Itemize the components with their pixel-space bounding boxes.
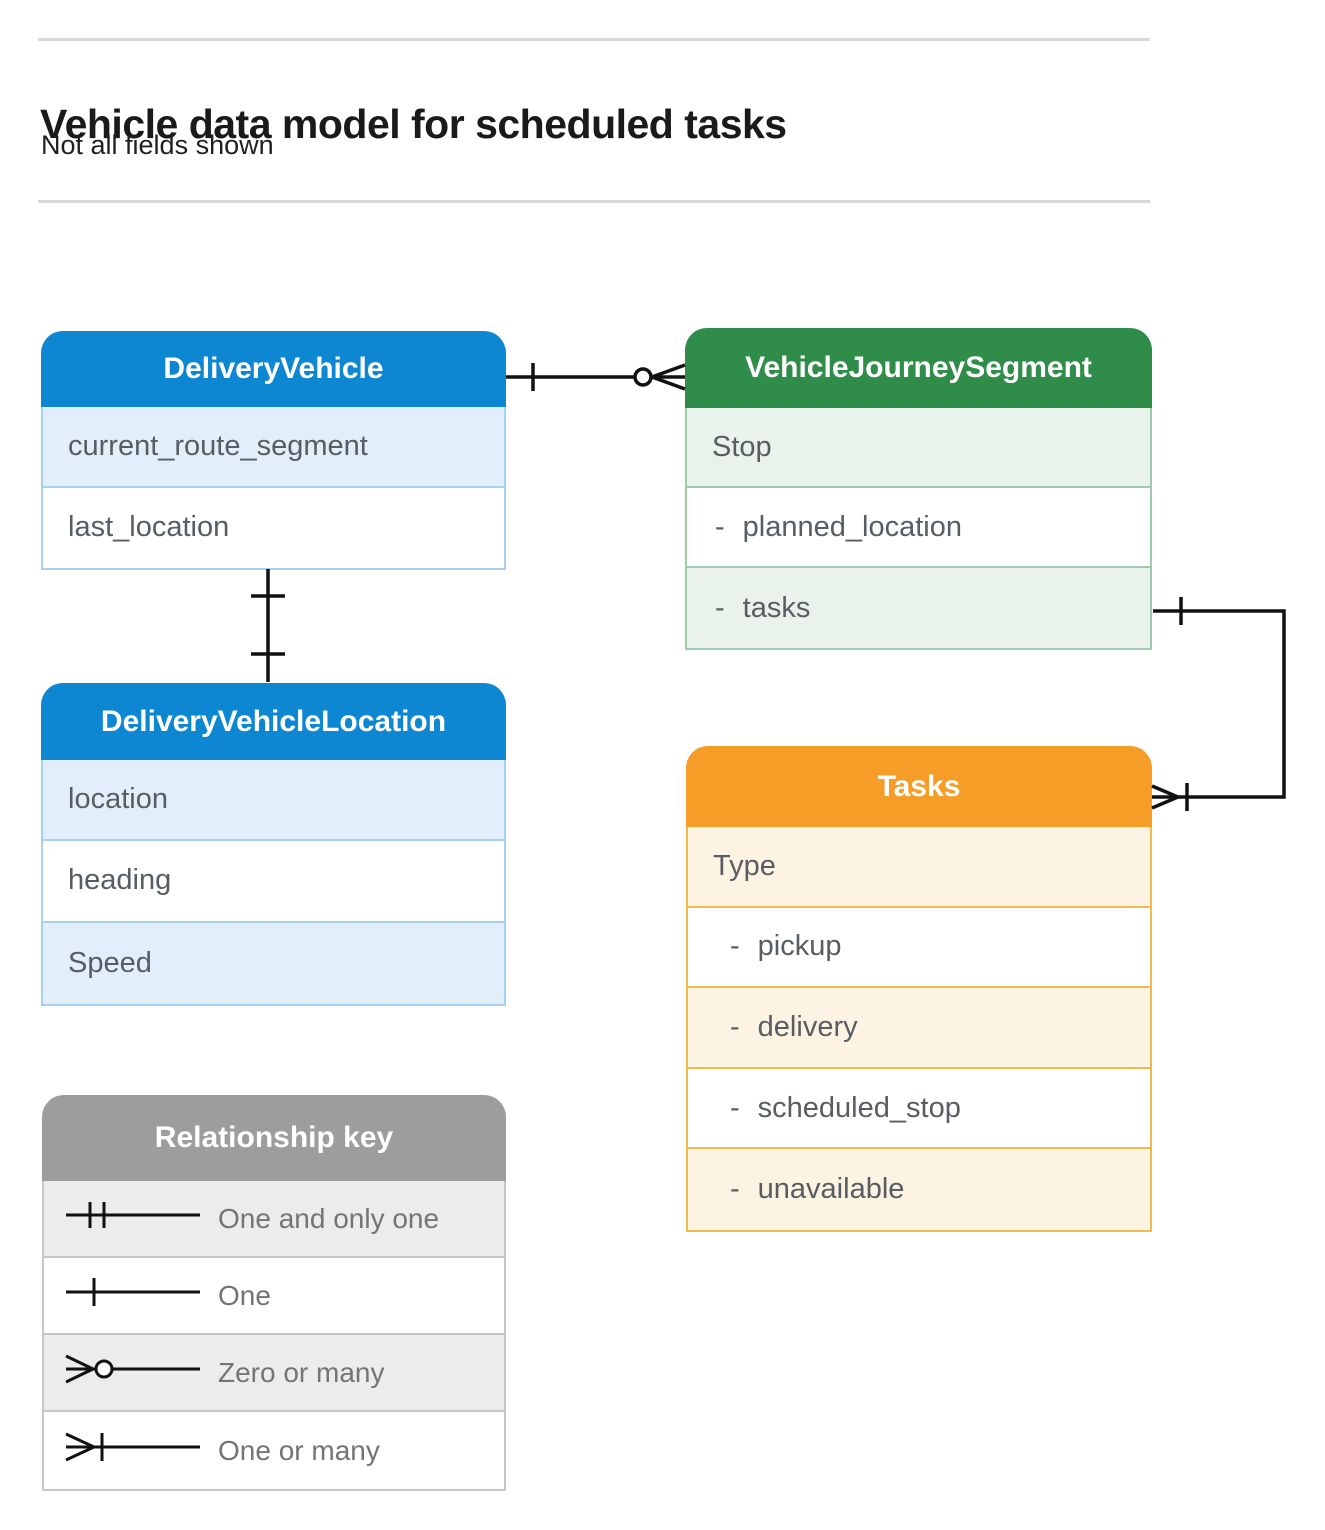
field-label: delivery (757, 1010, 858, 1043)
entity-header-vehicle-journey-segment: VehicleJourneySegment (685, 328, 1152, 408)
one-and-only-one-icon (64, 1195, 204, 1242)
field-row-pickup: -pickup (688, 907, 1150, 989)
relationship-key-title: Relationship key (42, 1095, 506, 1181)
field-dash-prefix: - (715, 591, 725, 624)
header-divider-line (38, 200, 1150, 203)
key-label: One or many (218, 1434, 380, 1466)
field-label: Stop (712, 430, 772, 463)
key-row-one-or-many: One or many (44, 1412, 504, 1489)
field-label: tasks (742, 591, 811, 624)
field-label: current_route_segment (68, 429, 368, 462)
field-row-Speed: Speed (43, 922, 504, 1004)
field-row-Type: Type (688, 827, 1150, 908)
zero-circle-icon (633, 367, 653, 387)
entity-body-vehicle-journey-segment: Stop-planned_location-tasks (685, 408, 1152, 650)
key-row-zero-or-many: Zero or many (44, 1335, 504, 1412)
entity-header-delivery-vehicle-location: DeliveryVehicleLocation (41, 683, 506, 760)
field-dash-prefix: - (715, 510, 725, 543)
field-dash-prefix: - (730, 1091, 740, 1124)
field-row-unavailable: -unavailable (688, 1149, 1150, 1230)
crow-foot-icon (1151, 784, 1183, 810)
crow-foot-icon (646, 363, 686, 391)
top-divider-line (38, 38, 1150, 41)
field-dash-prefix: - (730, 930, 740, 963)
entity-body-delivery-vehicle: current_route_segment last_location (41, 407, 506, 570)
field-row-tasks: -tasks (687, 568, 1150, 648)
key-row-one: One (44, 1258, 504, 1335)
connector-deliveryvehicle-to-deliveryvehiclelocation (251, 569, 285, 682)
field-row-planned_location: -planned_location (687, 488, 1150, 568)
entity-body-tasks: Type-pickup-delivery-scheduled_stop-unav… (686, 827, 1152, 1232)
field-label: unavailable (757, 1173, 905, 1206)
field-row-current_route_segment: current_route_segment (43, 407, 504, 488)
field-label: scheduled_stop (757, 1091, 961, 1124)
connector-deliveryvehicle-to-vehiclejourneysegment (506, 363, 686, 391)
field-label: Type (713, 849, 776, 882)
field-dash-prefix: - (730, 1010, 740, 1043)
key-label: One and only one (218, 1202, 440, 1234)
field-row-location: location (43, 760, 504, 842)
entity-header-tasks: Tasks (686, 746, 1152, 827)
field-label: planned_location (742, 510, 962, 543)
connector-vehiclejourneysegment-tasks-to-tasks (1151, 597, 1286, 811)
field-label: heading (68, 864, 172, 897)
page-title: Vehicle data model for scheduled tasks (40, 101, 787, 148)
field-label: pickup (757, 930, 842, 963)
field-row-last_location: last_location (43, 487, 504, 568)
field-row-heading: heading (43, 841, 504, 923)
zero-or-many-icon (64, 1349, 204, 1396)
field-row-delivery: -delivery (688, 988, 1150, 1069)
one-icon (64, 1272, 204, 1319)
field-row-scheduled_stop: -scheduled_stop (688, 1068, 1150, 1150)
key-label: One (218, 1279, 271, 1311)
key-label: Zero or many (218, 1356, 385, 1388)
field-row-Stop: Stop (687, 408, 1150, 488)
field-label: location (68, 783, 168, 816)
field-label: last_location (68, 511, 230, 544)
field-label: Speed (68, 946, 152, 979)
key-row-one-and-only-one: One and only one (44, 1181, 504, 1258)
one-or-many-icon (64, 1427, 204, 1474)
field-dash-prefix: - (730, 1173, 740, 1206)
page-subtitle: Not all fields shown (41, 130, 274, 160)
entity-header-delivery-vehicle: DeliveryVehicle (41, 331, 506, 407)
